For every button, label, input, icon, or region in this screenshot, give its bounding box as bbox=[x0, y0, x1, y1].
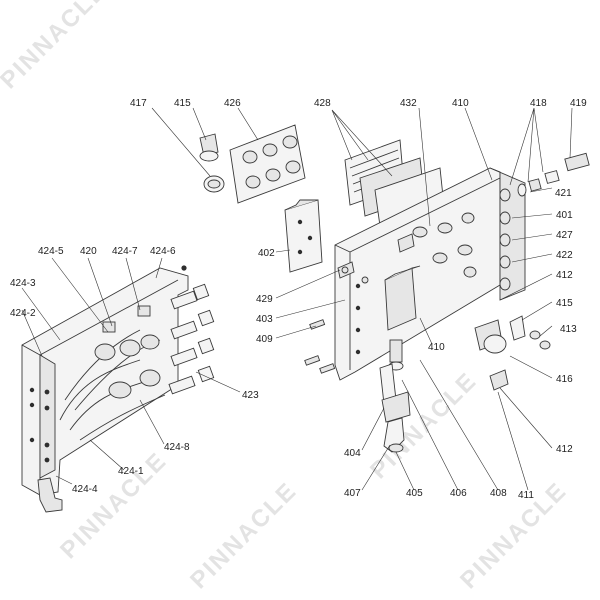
callout-421: 421 bbox=[555, 188, 572, 199]
callout-424-5: 424-5 bbox=[38, 246, 64, 257]
callout-404: 404 bbox=[344, 448, 361, 459]
callout-411: 411 bbox=[518, 490, 534, 501]
watermark: PINNACLE bbox=[0, 0, 112, 94]
callout-410: 410 bbox=[452, 98, 469, 109]
quick-connect-fittings bbox=[168, 283, 215, 395]
callout-409: 409 bbox=[256, 334, 273, 345]
callout-428: 428 bbox=[314, 98, 331, 109]
callout-417: 417 bbox=[130, 98, 147, 109]
callout-427: 427 bbox=[556, 230, 573, 241]
callout-405: 405 bbox=[406, 488, 423, 499]
callout-423: 423 bbox=[242, 390, 259, 401]
callout-424-4: 424-4 bbox=[72, 484, 98, 495]
callout-402: 402 bbox=[258, 248, 275, 259]
callout-415: 415 bbox=[556, 298, 573, 309]
top-small-parts bbox=[199, 124, 445, 273]
inlet-fittings bbox=[517, 152, 590, 197]
callout-415: 415 bbox=[174, 98, 191, 109]
plate-holes bbox=[355, 212, 477, 355]
watermark: PINNACLE bbox=[455, 477, 572, 594]
leader-lines bbox=[21, 107, 573, 491]
callout-416: 416 bbox=[556, 374, 573, 385]
callout-418: 418 bbox=[530, 98, 547, 109]
callout-424-8: 424-8 bbox=[164, 442, 190, 453]
callout-424-6: 424-6 bbox=[150, 246, 176, 257]
side-fittings bbox=[499, 188, 511, 291]
callout-424-7: 424-7 bbox=[112, 246, 138, 257]
left-manifold-assembly bbox=[21, 265, 215, 513]
valve-group bbox=[474, 315, 551, 391]
callout-412: 412 bbox=[556, 444, 573, 455]
callout-432: 432 bbox=[400, 98, 417, 109]
callout-labels: 417 415 426 428 432 410 418 419 421 401 … bbox=[10, 98, 587, 501]
callout-408: 408 bbox=[490, 488, 507, 499]
callout-412: 412 bbox=[556, 270, 573, 281]
callout-420: 420 bbox=[80, 246, 97, 257]
callout-424-1: 424-1 bbox=[118, 466, 144, 477]
callout-406: 406 bbox=[450, 488, 467, 499]
solenoid-valves bbox=[94, 305, 161, 399]
callout-407: 407 bbox=[344, 488, 361, 499]
callout-419: 419 bbox=[570, 98, 587, 109]
callout-426: 426 bbox=[224, 98, 241, 109]
callout-424-2: 424-2 bbox=[10, 308, 36, 319]
gasket-holes bbox=[242, 135, 301, 189]
callout-413: 413 bbox=[560, 324, 577, 335]
watermark: PINNACLE bbox=[185, 477, 302, 594]
watermark: PINNACLE bbox=[55, 447, 172, 564]
callout-424-3: 424-3 bbox=[10, 278, 36, 289]
bolts bbox=[304, 266, 369, 374]
callout-429: 429 bbox=[256, 294, 273, 305]
lower-fittings bbox=[379, 339, 411, 453]
callout-422: 422 bbox=[556, 250, 573, 261]
mounting-holes bbox=[29, 265, 187, 463]
right-manifold-assembly bbox=[304, 152, 590, 453]
callout-403: 403 bbox=[256, 314, 273, 325]
callout-401: 401 bbox=[556, 210, 573, 221]
callout-410: 410 bbox=[428, 342, 445, 353]
watermarks: PINNACLE PINNACLE PINNACLE PINNACLE PINN… bbox=[0, 0, 572, 594]
